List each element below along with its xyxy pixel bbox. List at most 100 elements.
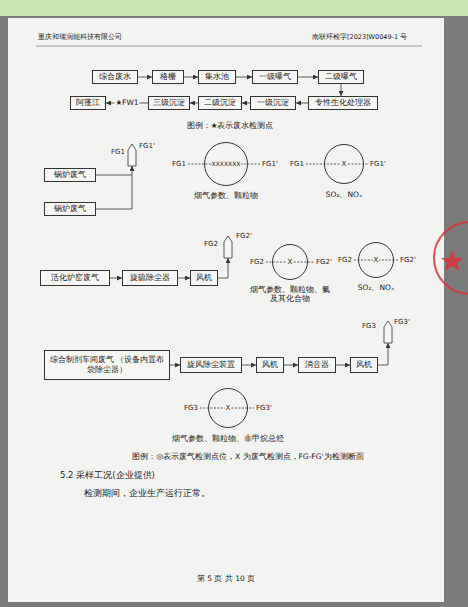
node-text: 消音器 [305, 360, 329, 370]
node-text: 旋硫除尘器 [130, 273, 170, 283]
note-text: 烟气参数、颗粒物、氟 及其化合物 [249, 285, 331, 303]
note-text: SO₂、NOₓ [358, 283, 395, 292]
page-header: 南联环检字[2023]W0049-1 号 [312, 34, 407, 42]
process-box: 活化炉窑废气 [40, 270, 110, 286]
stack-line [378, 343, 388, 365]
process-box: 二级沉淀 [198, 96, 242, 110]
node-text: 格栅 [160, 72, 176, 82]
chimney-symbol [384, 321, 392, 343]
process-box: 旋硫除尘器 [122, 270, 178, 286]
node-text: 阿蓬江 [76, 98, 100, 108]
process-box: 锅炉废气 [44, 202, 96, 216]
node-text: X [225, 404, 232, 412]
process-box: 综合制剂车间废气 （设备内置布袋除尘器） [44, 350, 170, 380]
node-text: 一级沉淀 [257, 98, 289, 108]
section-marker: FG2 [338, 256, 352, 264]
process-box: 综合废水 [92, 70, 138, 84]
flow-arrow [170, 365, 180, 366]
process-box: 一级曝气 [252, 70, 298, 84]
flow-arrow [110, 278, 122, 279]
flow-arrow [184, 77, 198, 78]
stack-line [218, 258, 228, 278]
process-box: 风机 [256, 357, 284, 373]
node-text: 锅炉废气 [54, 170, 86, 180]
flow-arrow [336, 365, 350, 366]
edge-label: ★FW1 [114, 99, 139, 107]
note-text: 检测期间，企业生产运行正常。 [84, 488, 210, 498]
node-text: 一级曝气 [259, 72, 291, 82]
paper-sheet [8, 18, 444, 602]
section-marker: FG1' [262, 160, 278, 168]
section-marker: FG2 [250, 258, 264, 266]
flow-arrow [190, 103, 198, 104]
process-box: 二级曝气 [318, 70, 364, 84]
flow-arrow [298, 77, 318, 78]
node-text: 三级沉淀 [153, 98, 185, 108]
node-text: 风机 [262, 360, 278, 370]
flow-arrow [242, 103, 250, 104]
process-box: 集水池 [198, 70, 236, 84]
section-marker: FG1' [139, 142, 155, 150]
flow-arrow [236, 77, 252, 78]
section-marker: FG1 [290, 160, 304, 168]
note-text: 图例：◎表示废气检测点位，X 为废气检测点，FG-FG'为检测断面 [132, 452, 363, 461]
node-text: 锅炉废气 [54, 204, 86, 214]
section-marker: FG3' [394, 318, 410, 326]
flow-arrow [296, 103, 308, 104]
node-text: 综合制剂车间废气 （设备内置布袋除尘器） [48, 355, 166, 374]
note-text: 烟气参数、颗粒物、非甲烷总烃 [172, 434, 284, 443]
process-box: 旋风除尘装置 [180, 357, 242, 373]
process-box: 风机 [350, 357, 378, 373]
process-box: 锅炉废气 [44, 168, 96, 182]
header-rule [36, 46, 422, 47]
note-text: 图例：★表示废水检测点 [187, 121, 274, 130]
note-text: SO₂、NOₓ [326, 190, 363, 199]
flow-arrow [178, 278, 190, 279]
section-marker: FG3 [184, 404, 198, 412]
node-text: 二级沉淀 [204, 98, 236, 108]
node-text: 风机 [196, 273, 212, 283]
red-stamp [434, 222, 468, 294]
node-text: 集水池 [205, 72, 229, 82]
process-box: 风机 [190, 270, 218, 286]
stack-line [96, 166, 132, 209]
node-text: XXXXXXX [211, 160, 242, 167]
note-text: 第 5 页 共 10 页 [197, 574, 255, 583]
sample-circle: X [358, 242, 394, 278]
node-text: X [373, 256, 380, 264]
node-text: 综合废水 [99, 72, 131, 82]
section-marker: FG2' [236, 232, 252, 240]
process-box: 格栅 [152, 70, 184, 84]
section-marker: FG3 [362, 322, 376, 330]
section-marker: FG3' [256, 404, 272, 412]
top-strip [0, 0, 468, 16]
process-box: 一级沉淀 [250, 96, 296, 110]
sample-circle: X [272, 244, 308, 280]
section-line [306, 164, 368, 165]
process-box: 消音器 [298, 357, 336, 373]
process-box: 阿蓬江 [70, 96, 106, 110]
node-text: X [287, 258, 294, 266]
process-box: 专性生化处理器 [308, 96, 378, 110]
stamp-star [441, 250, 463, 271]
flow-arrow [284, 365, 298, 366]
node-text: 二级曝气 [325, 72, 357, 82]
chimney-symbol [224, 236, 232, 258]
node-text: 风机 [356, 360, 372, 370]
section-marker: FG1 [172, 160, 186, 168]
section-marker: FG2 [204, 240, 218, 248]
section-marker: FG2' [400, 256, 416, 264]
sample-circle: X [324, 144, 364, 184]
chimney-symbol [128, 144, 136, 166]
flow-arrow [138, 77, 152, 78]
sample-circle: XXXXXXX [204, 142, 248, 186]
node-text: X [341, 160, 348, 168]
node-text: 活化炉窑废气 [51, 273, 99, 283]
node-text: 旋风除尘装置 [187, 360, 235, 370]
section-marker: FG1' [370, 160, 386, 168]
section-marker: FG1 [111, 148, 125, 156]
note-text: 烟气参数、颗粒物 [194, 191, 258, 200]
sample-circle: X [208, 388, 248, 428]
